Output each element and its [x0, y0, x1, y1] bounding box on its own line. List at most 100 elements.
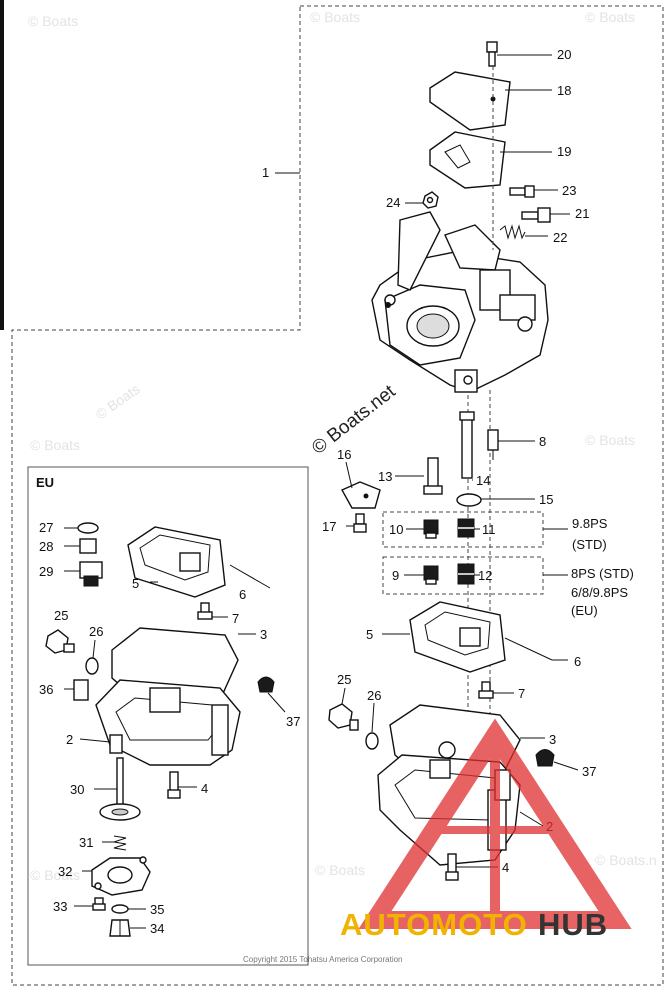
callout-24: 24 — [386, 195, 400, 210]
callout-14: 14 — [476, 473, 490, 488]
callout-35: 35 — [150, 902, 164, 917]
callout-4: 4 — [201, 781, 208, 796]
float-5-icon — [409, 601, 506, 673]
callout-37b: 37 — [582, 764, 596, 779]
variant-eu-line2: 6/8/9.8PS — [571, 585, 628, 600]
svg-text:© Boats: © Boats — [585, 432, 635, 448]
nut-24-icon — [422, 191, 439, 209]
float-pin-6-icon — [504, 637, 553, 661]
callout-30: 30 — [70, 782, 84, 797]
callout-21: 21 — [575, 206, 589, 221]
nut-34-icon — [109, 919, 131, 937]
washer-35-icon — [111, 904, 129, 914]
callout-37: 37 — [286, 714, 300, 729]
callout-6: 6 — [239, 587, 246, 602]
callout-29: 29 — [39, 564, 53, 579]
callout-5: 5 — [132, 576, 139, 591]
screw-7-icon — [478, 681, 494, 699]
plug-25-icon — [328, 703, 359, 731]
svg-text:© Boats.n: © Boats.n — [595, 852, 657, 868]
callout-5b: 5 — [366, 627, 373, 642]
eu-box-title: EU — [36, 475, 54, 490]
o-ring-15-icon — [456, 493, 482, 507]
plug-37-eu-icon — [257, 676, 275, 693]
callout-1: 1 — [262, 165, 269, 180]
watermark-large: © Boats.net — [308, 381, 400, 459]
assembly-boundary — [11, 5, 664, 986]
callout-26: 26 — [89, 624, 103, 639]
callout-32: 32 — [58, 864, 72, 879]
washer-26-icon — [365, 732, 379, 750]
callout-8: 8 — [539, 434, 546, 449]
background-watermarks: © Boats © Boats © Boats © Boats © Boats … — [28, 9, 657, 883]
cap-28-icon — [79, 538, 97, 554]
screw-4-eu-icon — [167, 771, 181, 799]
callout-2: 2 — [66, 732, 73, 747]
callout-9: 9 — [392, 568, 399, 583]
jet-12-icon — [457, 563, 475, 585]
callout-25b: 25 — [337, 672, 351, 687]
svg-text:© Boats: © Boats — [310, 9, 360, 25]
svg-text:© Boats: © Boats — [28, 13, 78, 29]
callout-23: 23 — [562, 183, 576, 198]
washer-26-eu-icon — [85, 657, 99, 675]
automotohub-logo-text-2: HUB — [538, 907, 608, 942]
callout-7b: 7 — [518, 686, 525, 701]
screw-7-eu-icon — [197, 602, 213, 620]
left-edge-bar — [0, 0, 4, 330]
callout-19: 19 — [557, 144, 571, 159]
callout-11: 11 — [482, 522, 496, 537]
callout-17: 17 — [322, 519, 336, 534]
callout-27: 27 — [39, 520, 53, 535]
callout-25: 25 — [54, 608, 68, 623]
spring-22-icon — [499, 224, 526, 240]
float-5-eu-icon — [127, 526, 226, 598]
callout-34: 34 — [150, 921, 164, 936]
pin-36-icon — [73, 679, 89, 701]
callout-7: 7 — [232, 611, 239, 626]
callout-13: 13 — [378, 469, 392, 484]
float-chamber-2-eu-icon — [95, 679, 241, 766]
callout-31: 31 — [79, 835, 93, 850]
plug-37-icon — [535, 749, 555, 767]
jet-13-icon — [423, 457, 443, 495]
callout-33: 33 — [53, 899, 67, 914]
callout-15: 15 — [539, 492, 553, 507]
callout-6b: 6 — [574, 654, 581, 669]
needle-valve-8-icon — [487, 429, 499, 460]
variant-std-line1: 9.8PS — [572, 516, 608, 531]
callout-12: 12 — [478, 568, 492, 583]
plug-25-eu-icon — [45, 629, 75, 654]
callout-28: 28 — [39, 539, 53, 554]
jet-10-icon — [423, 519, 439, 539]
variant-std-line2: (STD) — [572, 537, 607, 552]
svg-text:© Boats: © Boats — [30, 437, 80, 453]
bracket-16-icon — [341, 481, 381, 509]
callout-3: 3 — [260, 627, 267, 642]
copyright-text: Copyright 2015 Tohatsu America Corporati… — [243, 955, 403, 964]
callout-10: 10 — [389, 522, 403, 537]
cover-32-icon — [91, 856, 151, 896]
svg-text:© Boats: © Boats — [315, 862, 365, 878]
callout-4b: 4 — [502, 860, 509, 875]
screw-20-icon — [486, 41, 498, 67]
svg-text:© Boats: © Boats — [30, 867, 80, 883]
callout-22: 22 — [553, 230, 567, 245]
plunger-29-icon — [79, 561, 103, 587]
carburetor-body-icon — [371, 211, 549, 393]
callout-20: 20 — [557, 47, 571, 62]
clip-27-icon — [77, 522, 99, 534]
callout-26b: 26 — [367, 688, 381, 703]
callout-18: 18 — [557, 83, 571, 98]
svg-text:© Boats: © Boats — [585, 9, 635, 25]
callout-36: 36 — [39, 682, 53, 697]
variant-eu-line1: 8PS (STD) — [571, 566, 634, 581]
cover-plate-18-icon — [429, 71, 511, 131]
plunger-rod-30-icon — [99, 757, 141, 821]
emulsion-tube-14-icon — [459, 411, 475, 479]
screw-17-icon — [353, 513, 367, 533]
screw-4-icon — [445, 853, 459, 881]
callout-3b: 3 — [549, 732, 556, 747]
automotohub-logo — [358, 718, 632, 929]
